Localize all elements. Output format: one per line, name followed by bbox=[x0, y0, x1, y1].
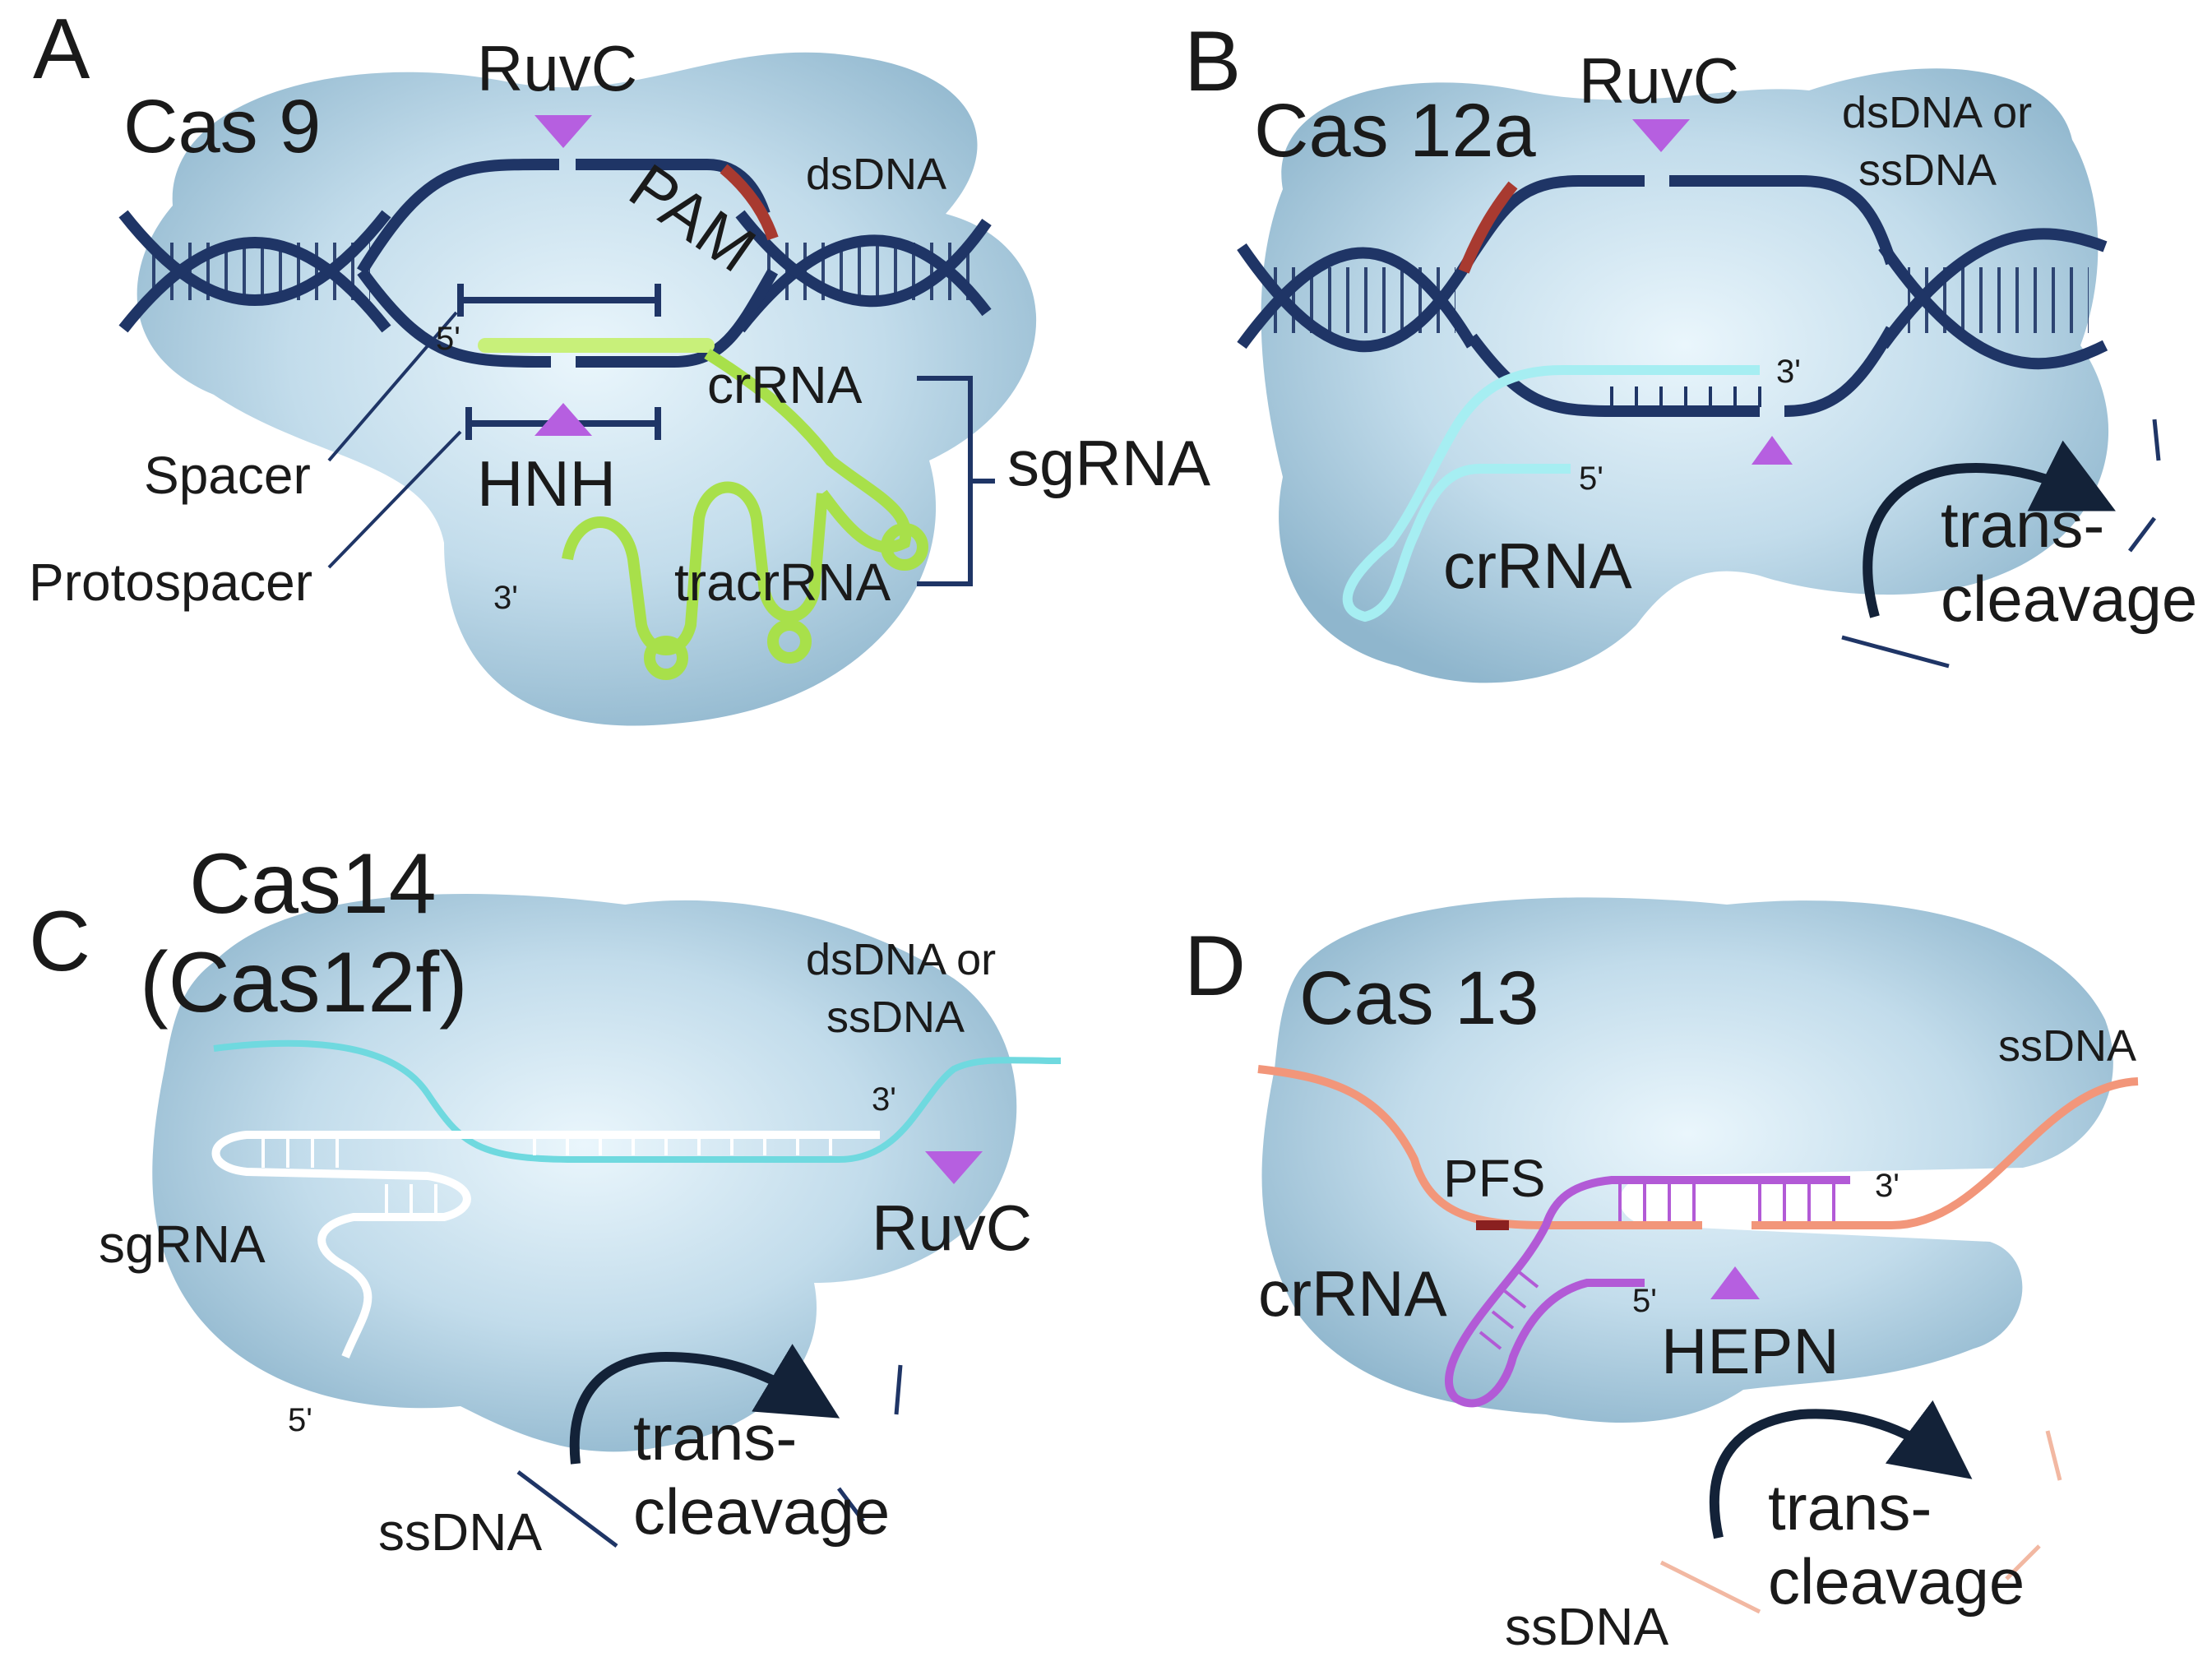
cas12a-base-pairs bbox=[1610, 386, 1761, 407]
cas9-crrna-label: crRNA bbox=[707, 355, 863, 414]
cas12a-pam-segment bbox=[1458, 181, 1518, 274]
pfs-label: PFS bbox=[1443, 1149, 1545, 1208]
cas12a-cleavage-site-top-icon bbox=[1632, 119, 1690, 152]
cas9-bottom-strand-right bbox=[576, 268, 779, 368]
cas14-ruvc-cleavage-site-icon bbox=[925, 1151, 983, 1184]
hepn-label: HEPN bbox=[1661, 1315, 1839, 1387]
cas13-trans-label-line2: cleavage bbox=[1768, 1545, 2025, 1618]
cas13-ssdna-top-label: ssDNA bbox=[1998, 1021, 2136, 1071]
cas13-fragment-3 bbox=[2005, 1544, 2041, 1581]
cas14-fragment-1 bbox=[894, 1364, 903, 1415]
cas12a-cleavage-site-bottom-icon bbox=[1752, 436, 1793, 465]
cas13-target-strand-right bbox=[1752, 1077, 2139, 1229]
hepn-cleavage-site-icon bbox=[1710, 1266, 1760, 1299]
cas13-fragment-2 bbox=[1659, 1560, 1761, 1614]
cas14-fragment-3 bbox=[837, 1487, 865, 1523]
cas9-ruvc-label: RuvC bbox=[477, 32, 637, 104]
panel-c: C Cas14 (Cas12f) dsDNA or ssDNA 3' RuvC … bbox=[29, 836, 1062, 1562]
cas13-three-prime-label: 3' bbox=[1875, 1168, 1900, 1204]
cas13-trans-cleavage-arrow bbox=[1709, 1400, 1973, 1539]
panel-d-letter: D bbox=[1184, 919, 1246, 1014]
cas12a-three-prime-label: 3' bbox=[1776, 354, 1801, 390]
cas14-trans-cleavage-arrow bbox=[569, 1344, 840, 1465]
cas12a-trans-label-line2: cleavage bbox=[1941, 562, 2197, 635]
panel-d: D Cas 13 ssDNA PFS 3' crRNA 5' HEPN tran… bbox=[1184, 897, 2139, 1656]
tracrrna-label: tracrRNA bbox=[674, 553, 891, 612]
cas13-five-prime-label: 5' bbox=[1632, 1283, 1657, 1319]
cas14-target-label-line2: ssDNA bbox=[826, 993, 965, 1042]
cas12a-trans-label-line1: trans- bbox=[1941, 488, 2104, 561]
cas9-three-prime-label: 3' bbox=[493, 580, 518, 616]
cas14-target-strand bbox=[213, 1039, 1062, 1163]
cas14-five-prime-label: 5' bbox=[288, 1402, 312, 1438]
panel-b-title: Cas 12a bbox=[1254, 89, 1536, 173]
protospacer-label: Protospacer bbox=[29, 553, 312, 612]
cas13-crrna bbox=[1445, 1176, 1850, 1408]
cas14-trans-label-line1: trans- bbox=[633, 1401, 797, 1474]
cas14-sgrna bbox=[211, 1131, 880, 1358]
cas12a-dna-helix-left bbox=[1237, 243, 1478, 353]
cas12a-crrna bbox=[1342, 365, 1760, 623]
panel-a-letter: A bbox=[33, 2, 90, 97]
panel-a-title: Cas 9 bbox=[123, 85, 321, 169]
hnh-label: HNH bbox=[477, 447, 616, 520]
cas14-sgrna-label: sgRNA bbox=[99, 1215, 266, 1274]
cas9-dna-helix-right bbox=[735, 210, 992, 333]
cas12a-top-strand-right bbox=[1669, 175, 1897, 266]
cas13-trans-label-line1: trans- bbox=[1768, 1471, 1932, 1544]
cas12a-bottom-strand-right bbox=[1784, 326, 1897, 417]
cas12a-ruvc-label: RuvC bbox=[1579, 44, 1739, 117]
cas12a-target-label-line1: dsDNA or bbox=[1842, 88, 2032, 137]
cas9-dsdna-label: dsDNA bbox=[806, 150, 946, 199]
cas12a-fragment-2 bbox=[2128, 516, 2156, 553]
cas12a-target-label-line2: ssDNA bbox=[1858, 146, 1997, 195]
cas9-dna-helix-left bbox=[118, 210, 391, 333]
cas14-ruvc-label: RuvC bbox=[872, 1192, 1032, 1264]
protospacer-leader-line bbox=[327, 430, 462, 569]
cas14-target-label-line1: dsDNA or bbox=[806, 935, 996, 984]
cas12a-dna-helix-right bbox=[1878, 228, 2108, 370]
cas13-protein-body bbox=[1261, 897, 2113, 1423]
cas9-five-prime-label: 5' bbox=[436, 321, 460, 357]
cas14-trans-label-line2: cleavage bbox=[633, 1475, 890, 1548]
cas12a-fragment-3 bbox=[1841, 635, 1950, 669]
panel-c-title-line2: (Cas12f) bbox=[140, 935, 468, 1030]
panel-c-title-line1: Cas14 bbox=[189, 836, 437, 932]
hnh-cleavage-site-icon bbox=[534, 403, 592, 436]
panel-c-letter: C bbox=[29, 894, 90, 989]
panel-b-letter: B bbox=[1184, 14, 1241, 109]
spacer-bracket bbox=[457, 284, 661, 317]
panel-a: A Cas 9 RuvC dsDNA PAM 5' crRNA sgRNA Sp… bbox=[29, 2, 1210, 726]
cas14-three-prime-label: 3' bbox=[872, 1081, 896, 1118]
cas13-fragment-1 bbox=[2045, 1430, 2062, 1481]
cas14-fragment-2 bbox=[516, 1470, 618, 1548]
cas9-sgrna-label: sgRNA bbox=[1007, 427, 1210, 499]
cas12a-protein-body bbox=[1261, 68, 2109, 683]
spacer-label: Spacer bbox=[144, 446, 311, 505]
cas13-base-pairs bbox=[1479, 1184, 1835, 1350]
tracrrna-hairpins bbox=[562, 349, 928, 680]
cas9-bottom-strand bbox=[357, 267, 552, 368]
cas14-base-pairs bbox=[261, 1135, 832, 1213]
pam-segment bbox=[720, 164, 779, 241]
panel-b: B Cas 12a RuvC dsDNA or ssDNA 3' 5' crRN… bbox=[1184, 14, 2197, 683]
cas12a-fragment-1 bbox=[2152, 419, 2161, 461]
panel-d-title: Cas 13 bbox=[1299, 956, 1539, 1040]
cas12a-trans-cleavage-arrow bbox=[1863, 440, 2116, 618]
spacer-leader-line bbox=[327, 311, 458, 462]
cas12a-crrna-label: crRNA bbox=[1443, 530, 1632, 602]
sgrna-bracket bbox=[917, 376, 995, 586]
cas14-ssdna-label: ssDNA bbox=[378, 1502, 542, 1562]
cas12a-bottom-strand bbox=[1467, 333, 1760, 417]
ruvc-cleavage-site-icon bbox=[534, 115, 592, 148]
cas9-top-strand bbox=[357, 159, 559, 275]
cas12a-five-prime-label: 5' bbox=[1579, 461, 1603, 497]
cas13-crrna-label: crRNA bbox=[1258, 1257, 1447, 1330]
cas13-ssdna-bottom-label: ssDNA bbox=[1505, 1597, 1668, 1656]
